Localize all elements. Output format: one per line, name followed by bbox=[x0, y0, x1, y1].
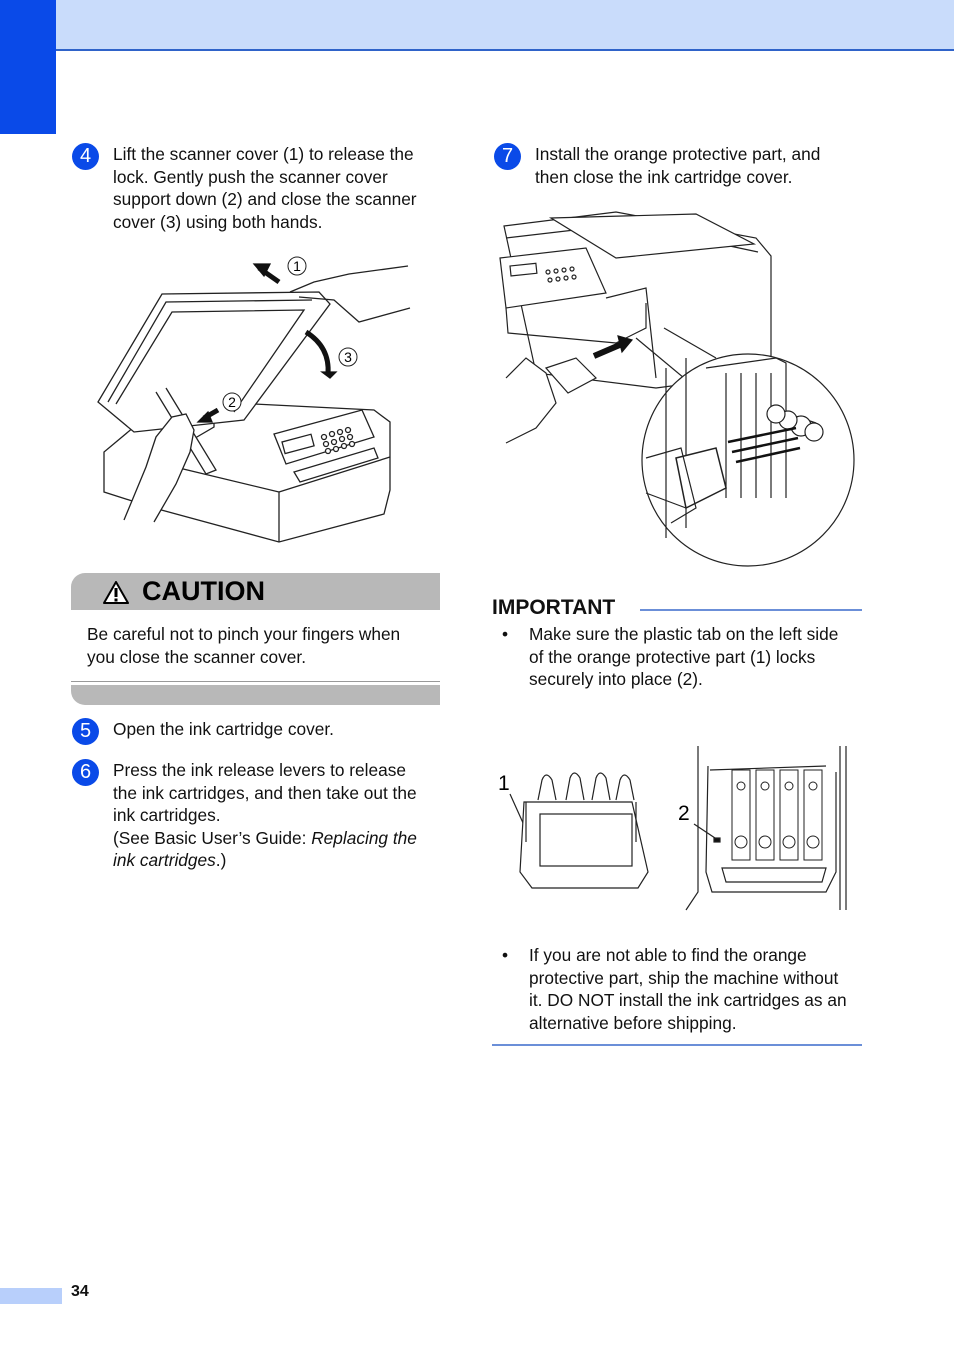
step-number-badge: 7 bbox=[494, 143, 521, 170]
step-line: support down (2) and close the scanner bbox=[113, 189, 417, 209]
important-bullet: • Make sure the plastic tab on the left … bbox=[502, 623, 862, 693]
step-text: Press the ink release levers to release … bbox=[113, 759, 417, 872]
step-6: 6 Press the ink release levers to releas… bbox=[72, 759, 452, 879]
step-text: Open the ink cartridge cover. bbox=[113, 719, 334, 739]
step-number-badge: 4 bbox=[72, 143, 99, 170]
ref-title: ink cartridges bbox=[113, 850, 216, 870]
important-rule bbox=[640, 609, 862, 611]
step-line: then close the ink cartridge cover. bbox=[535, 166, 793, 187]
scanner-cover-illustration: 1 3 2 bbox=[97, 256, 411, 543]
bullet-line: protective part, ship the machine withou… bbox=[529, 967, 839, 988]
important-title: IMPORTANT bbox=[492, 596, 616, 619]
bullet-line: alternative before shipping. bbox=[529, 1012, 737, 1033]
ref-prefix: (See Basic User’s Guide: bbox=[113, 827, 312, 848]
header-band bbox=[0, 0, 954, 51]
step-line: Press the ink release levers to release bbox=[113, 760, 406, 780]
install-protective-part-illustration bbox=[499, 211, 855, 567]
bullet-text: Make sure the plastic tab on the left si… bbox=[529, 623, 838, 691]
label-1: 1 bbox=[498, 772, 510, 795]
chapter-tab bbox=[0, 0, 56, 134]
step-text: Install the orange protective part, and … bbox=[535, 143, 820, 188]
callout-3: 3 bbox=[344, 349, 352, 365]
caution-line: you close the scanner cover. bbox=[87, 646, 307, 667]
step-line: cover (3) using both hands. bbox=[113, 211, 323, 232]
divider bbox=[71, 681, 440, 682]
step-text: Lift the scanner cover (1) to release th… bbox=[113, 143, 417, 233]
bullet-text: If you are not able to find the orange p… bbox=[529, 944, 847, 1034]
step-number-badge: 6 bbox=[72, 759, 99, 786]
step-line: Install the orange protective part, and bbox=[535, 144, 821, 164]
footer-tab bbox=[0, 1288, 62, 1304]
bullet-marker: • bbox=[502, 945, 509, 965]
bullet-line: If you are not able to find the orange bbox=[529, 945, 807, 965]
bullet-marker: • bbox=[502, 624, 509, 644]
ref-suffix: .) bbox=[215, 850, 227, 870]
warning-triangle-icon bbox=[103, 581, 129, 604]
step-4: 4 Lift the scanner cover (1) to release … bbox=[72, 143, 452, 243]
step-line: Lift the scanner cover (1) to release th… bbox=[113, 144, 414, 164]
ref-title: Replacing the bbox=[311, 827, 417, 848]
caution-title: CAUTION bbox=[142, 576, 265, 606]
step-line: the ink cartridges, and then take out th… bbox=[113, 782, 417, 803]
caution-text: Be careful not to pinch your fingers whe… bbox=[87, 623, 437, 668]
step-line: lock. Gently push the scanner cover bbox=[113, 166, 388, 187]
caution-line: Be careful not to pinch your fingers whe… bbox=[87, 624, 401, 644]
bullet-line: it. DO NOT install the ink cartridges as… bbox=[529, 990, 847, 1010]
step-7: 7 Install the orange protective part, an… bbox=[494, 143, 874, 193]
label-2: 2 bbox=[678, 802, 690, 825]
important-rule-bottom bbox=[492, 1044, 862, 1046]
callout-1: 1 bbox=[293, 258, 301, 274]
bullet-line: of the orange protective part (1) locks bbox=[529, 646, 816, 667]
bullet-line: Make sure the plastic tab on the left si… bbox=[529, 624, 839, 644]
callout-2: 2 bbox=[228, 394, 236, 410]
caution-footer bbox=[71, 685, 440, 705]
step-reference: (See Basic User’s Guide: Replacing the bbox=[113, 827, 417, 850]
page-number: 34 bbox=[71, 1283, 89, 1300]
protective-part-detail-illustration: 1 2 bbox=[498, 746, 847, 911]
step-number-badge: 5 bbox=[72, 718, 99, 745]
caution-header: CAUTION bbox=[71, 573, 440, 610]
step-line: ink cartridges. bbox=[113, 805, 221, 825]
step-reference: ink cartridges.) bbox=[113, 849, 417, 872]
important-bullet: • If you are not able to find the orange… bbox=[502, 944, 862, 1038]
step-5: 5 Open the ink cartridge cover. bbox=[72, 718, 452, 748]
bullet-line: securely into place (2). bbox=[529, 669, 703, 689]
